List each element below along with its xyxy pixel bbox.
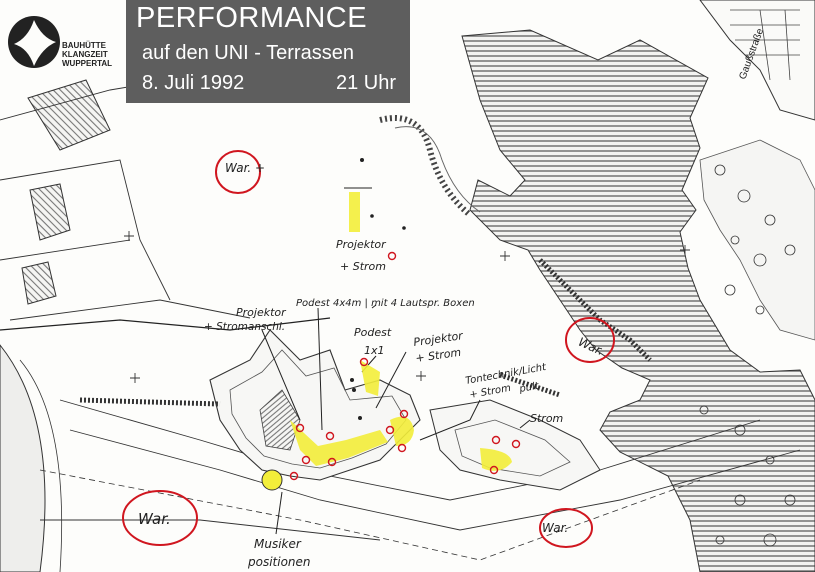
terrace-right	[429, 399, 601, 491]
event-subtitle: auf den UNI - Terrassen	[142, 42, 354, 64]
terrace-edge	[0, 317, 331, 331]
label-strom: Strom	[530, 412, 563, 425]
label-musiker-1: Musiker	[254, 537, 302, 551]
label-musiker-2: positionen	[247, 555, 311, 569]
bauhuette-logo: BAUHÜTTE KLANGZEIT WUPPERTAL	[6, 8, 126, 78]
building-corner	[699, 0, 815, 121]
svg-text:War.: War.	[542, 521, 568, 535]
event-title: PERFORMANCE	[136, 2, 368, 34]
wedge-left	[0, 344, 46, 572]
warning-marker-2: War.	[122, 490, 198, 546]
event-date: 8. Juli 1992	[142, 72, 245, 94]
building-left-3	[21, 261, 57, 305]
event-time: 21 Uhr	[335, 72, 396, 94]
annotation-leaders	[261, 187, 531, 535]
building-main	[461, 29, 815, 572]
building-left-1	[27, 79, 111, 151]
building-left-2	[29, 183, 71, 241]
label-tontechnik-3: pult	[518, 381, 541, 396]
label-projektor-anschl-2: + Stromanschl.	[204, 321, 285, 333]
terrace-arc	[379, 115, 472, 218]
label-podest-1x1-a: Podest	[354, 326, 392, 339]
steps	[538, 258, 652, 362]
survey-marks	[124, 231, 690, 383]
logo-mark-icon	[8, 16, 60, 68]
label-podest-1x1-b: 1x1	[364, 344, 385, 357]
label-projektor-strom-top-2: + Strom	[340, 260, 386, 273]
label-projektor-anschl-1: Projektor	[236, 306, 287, 319]
path-lines	[40, 399, 801, 541]
title-box: PERFORMANCE auf den UNI - Terrassen 8. J…	[126, 0, 410, 103]
svg-text:War.: War.	[138, 510, 171, 528]
building-grid	[730, 9, 800, 81]
warning-marker-4: War.	[539, 508, 593, 548]
dots	[350, 158, 406, 420]
warning-marker-1: War. +	[215, 150, 265, 194]
plot-boundaries	[0, 79, 251, 321]
logo-text: BAUHÜTTE KLANGZEIT WUPPERTAL	[62, 41, 113, 68]
plaza-area	[699, 139, 815, 341]
label-podest-boxen: Podest 4x4m | mit 4 Lautspr. Boxen	[296, 298, 475, 309]
svg-text:War. +: War. +	[225, 161, 265, 175]
label-tontechnik-2: + Strom	[469, 383, 512, 401]
highlights	[290, 192, 512, 471]
label-projektor-strom-mid-2: + Strom	[415, 346, 462, 365]
red-markers	[289, 251, 521, 481]
trees	[699, 164, 796, 547]
label-projektor-strom-top-1: Projektor	[336, 238, 387, 251]
musiker-spot	[261, 469, 283, 491]
